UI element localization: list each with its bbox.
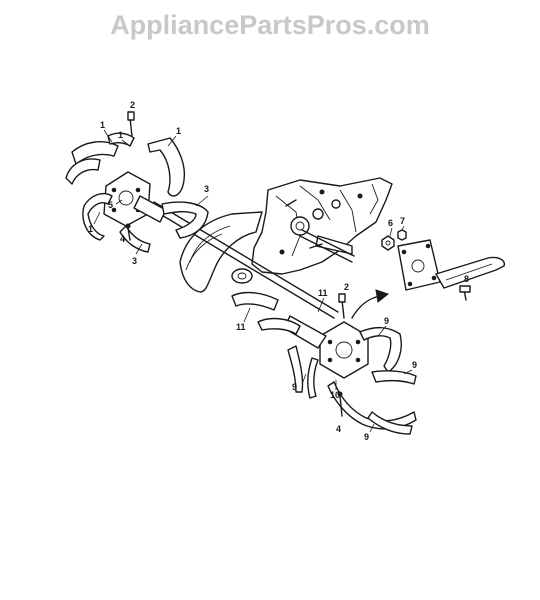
callout-10: 10 bbox=[330, 390, 340, 400]
left-tine-assembly bbox=[65, 111, 209, 253]
callout-9c: 9 bbox=[412, 360, 417, 370]
side-plate-assembly bbox=[381, 229, 505, 301]
leader-lines bbox=[93, 129, 413, 433]
callout-4b: 4 bbox=[336, 424, 341, 434]
tine-axle bbox=[149, 201, 355, 319]
callout-5: 5 bbox=[108, 200, 113, 210]
callout-2a: 2 bbox=[130, 100, 135, 110]
callout-1b: 1 bbox=[118, 130, 123, 140]
callout-9d: 9 bbox=[364, 432, 369, 442]
callout-8: 8 bbox=[464, 274, 469, 284]
transmission-housing bbox=[251, 177, 393, 275]
callout-7: 7 bbox=[400, 216, 405, 226]
callout-1a: 1 bbox=[100, 120, 105, 130]
callout-4a: 4 bbox=[120, 234, 125, 244]
right-tine-assembly bbox=[231, 289, 417, 435]
callout-1d: 1 bbox=[88, 224, 93, 234]
callout-9b: 9 bbox=[292, 382, 297, 392]
callout-6: 6 bbox=[388, 218, 393, 228]
callout-labels: 1 1 1 1 2 2 3 3 4 4 5 6 7 8 9 9 9 9 10 1… bbox=[88, 100, 469, 442]
watermark-text: AppliancePartsPros.com bbox=[110, 10, 430, 40]
tine-shield bbox=[179, 211, 263, 293]
callout-3b: 3 bbox=[132, 256, 137, 266]
callout-9a: 9 bbox=[384, 316, 389, 326]
callout-11a: 11 bbox=[236, 322, 246, 332]
callout-11b: 11 bbox=[318, 288, 328, 298]
callout-2b: 2 bbox=[344, 282, 349, 292]
callout-3a: 3 bbox=[204, 184, 209, 194]
callout-1c: 1 bbox=[176, 126, 181, 136]
